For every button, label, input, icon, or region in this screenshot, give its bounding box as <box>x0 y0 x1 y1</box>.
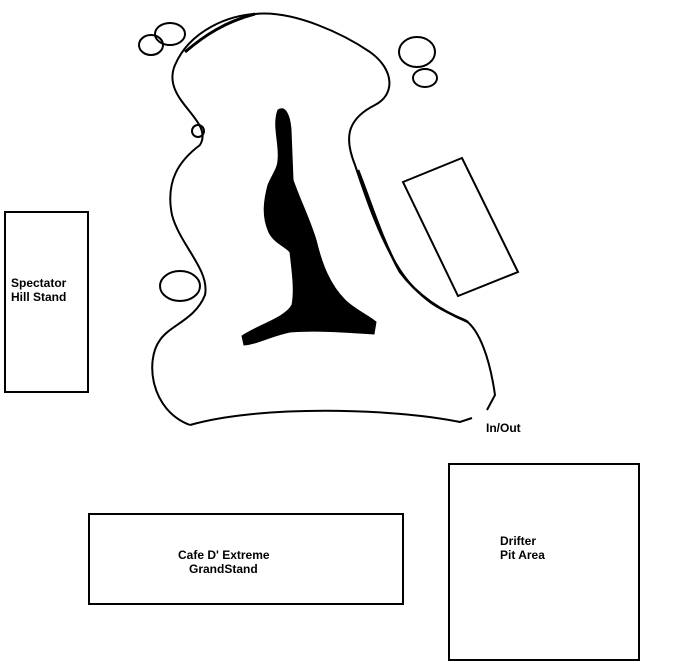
track-top-curb <box>184 12 256 54</box>
tire-marker-icon <box>412 68 438 88</box>
tire-marker-icon <box>159 270 201 302</box>
spectator-hill-stand <box>4 211 89 393</box>
spectator-hill-stand-label: Spectator Hill Stand <box>11 276 67 304</box>
track-side-structure <box>401 156 520 298</box>
tire-markers <box>138 22 438 302</box>
cafe-grandstand-label: Cafe D' Extreme GrandStand <box>178 548 270 576</box>
tire-marker-icon <box>398 36 436 68</box>
tire-marker-icon <box>191 124 205 138</box>
track-right-curb <box>356 169 469 324</box>
tire-marker-icon <box>138 34 164 56</box>
track-outline <box>151 12 497 426</box>
infield-area <box>241 108 377 346</box>
track-bottom-edge <box>189 409 473 426</box>
drifter-pit-area-label: Drifter Pit Area <box>500 534 545 562</box>
tire-marker-icon <box>154 22 186 46</box>
cafe-grandstand <box>88 513 404 605</box>
track-entry-label: In/Out <box>486 421 521 435</box>
drifter-pit-area <box>448 463 640 661</box>
